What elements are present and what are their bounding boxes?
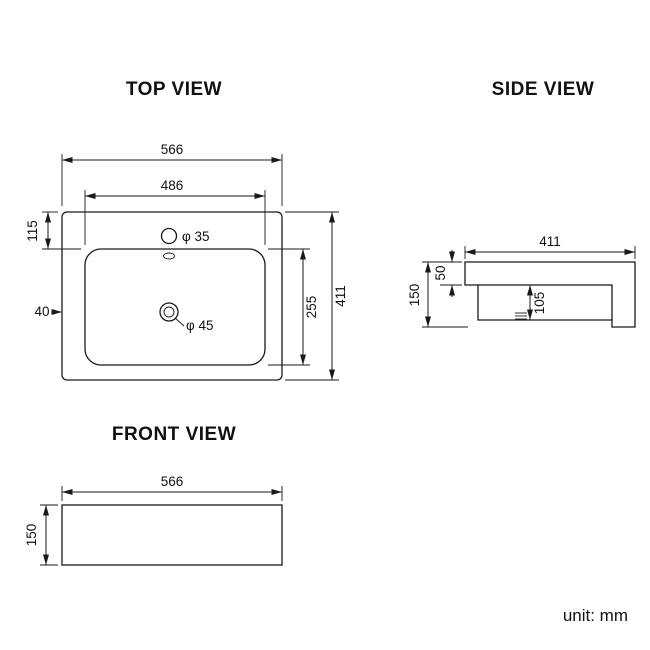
dim-label-411: 411 <box>333 285 348 307</box>
basin-bowl-rect <box>84 248 266 366</box>
top-dim-inner-depth: 255 <box>268 248 319 366</box>
overflow-hole <box>163 252 175 260</box>
side-dim-bowl-depth: 105 <box>527 285 547 320</box>
dim-label-150: 150 <box>407 284 422 307</box>
dim-label-255: 255 <box>304 296 319 319</box>
drain-hole-inner <box>163 306 175 318</box>
drain-hole-label: φ 45 <box>186 318 214 333</box>
front-view: FRONT VIEW 566 150 <box>24 424 283 566</box>
top-dim-top-inset: 115 <box>25 211 81 250</box>
dim-label-40: 40 <box>34 304 49 319</box>
front-dim-height: 150 <box>24 504 58 566</box>
dim-label-150: 150 <box>24 524 39 547</box>
top-dim-outer-depth: 411 <box>285 211 348 381</box>
front-dim-width: 566 <box>61 474 283 501</box>
top-dim-inner-width: 486 <box>84 178 266 245</box>
top-dim-left-inset: 40 <box>34 304 62 319</box>
dim-label-486: 486 <box>161 178 184 193</box>
dim-label-566: 566 <box>161 474 184 489</box>
drain-marks <box>515 312 527 320</box>
side-dim-depth: 411 <box>464 234 636 259</box>
top-view-title: TOP VIEW <box>126 79 222 100</box>
side-dim-total-height: 150 <box>407 262 468 328</box>
side-view-title: SIDE VIEW <box>492 79 595 100</box>
faucet-hole <box>160 227 178 245</box>
basin-outer-rect <box>61 211 283 381</box>
top-view-outline <box>61 211 283 381</box>
side-view-outline <box>464 261 636 328</box>
dim-label-566: 566 <box>161 142 184 157</box>
top-dim-outer-width: 566 <box>61 142 283 206</box>
front-body-rect <box>61 504 283 566</box>
front-view-outline <box>61 504 283 566</box>
top-hole-labels: φ 35 φ 45 <box>174 229 214 333</box>
top-view: TOP VIEW 566 486 1 <box>25 79 348 381</box>
dim-label-411: 411 <box>539 234 561 249</box>
leader-line <box>174 317 185 327</box>
side-view: SIDE VIEW 411 <box>407 79 636 328</box>
drain-hole-outer <box>159 302 179 322</box>
front-view-title: FRONT VIEW <box>112 424 236 445</box>
faucet-hole-label: φ 35 <box>182 229 210 244</box>
unit-label: unit: mm <box>563 606 628 625</box>
dim-label-105: 105 <box>532 292 547 315</box>
dim-label-50: 50 <box>433 265 448 280</box>
dim-label-115: 115 <box>25 220 40 242</box>
